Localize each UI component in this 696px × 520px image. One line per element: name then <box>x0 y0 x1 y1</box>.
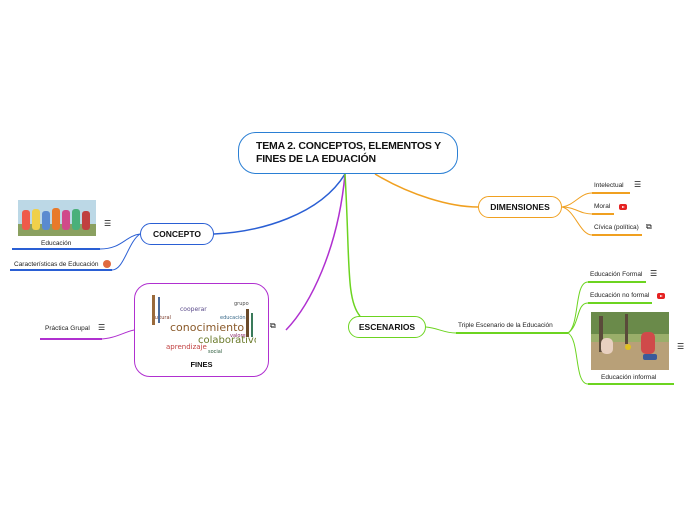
root-title-line2: FINES DE LA EDUACIÓN <box>256 153 376 165</box>
word-cloud-image: conocimiento colaborativo aprendizaje co… <box>148 293 256 355</box>
notes-icon[interactable]: ☰ <box>104 219 112 228</box>
concepto-child-caracteristicas[interactable]: Características de Educación <box>14 261 99 268</box>
underline <box>592 213 614 215</box>
external-link-icon[interactable]: ⧉ <box>646 222 652 231</box>
youtube-icon[interactable] <box>657 293 665 299</box>
educacion-photo <box>18 200 96 236</box>
notes-icon[interactable]: ☰ <box>677 342 685 351</box>
underline <box>588 302 652 304</box>
topic-dimensiones-label: DIMENSIONES <box>490 202 550 212</box>
word-cloud-word: colaborativo <box>198 335 256 346</box>
escenarios-child-informal[interactable]: Educación informal <box>601 374 657 381</box>
underline <box>40 338 102 340</box>
word-cloud-word: cooperar <box>180 306 207 313</box>
dimensiones-child-intelectual[interactable]: Intelectual <box>594 182 624 189</box>
word-cloud-word: educación <box>220 314 246 321</box>
root-topic[interactable]: TEMA 2. CONCEPTOS, ELEMENTOS Y FINES DE … <box>238 132 458 174</box>
escenarios-child-formal[interactable]: Educación Formal <box>590 271 643 278</box>
word-cloud-word: valores <box>230 333 248 339</box>
underline <box>12 248 100 250</box>
topic-fines-label: FINES <box>190 360 213 369</box>
underline <box>592 192 630 194</box>
external-link-icon[interactable]: ⧉ <box>270 321 276 330</box>
topic-concepto-label: CONCEPTO <box>152 229 202 239</box>
dimensiones-child-civica[interactable]: Cívica (política) <box>594 224 639 231</box>
concepto-child-educacion[interactable]: Educación <box>41 240 72 247</box>
escenarios-sub-triple[interactable]: Triple Escenario de la Educación <box>458 322 553 329</box>
dimensiones-child-moral[interactable]: Moral <box>594 203 611 210</box>
topic-concepto[interactable]: CONCEPTO <box>140 223 214 245</box>
educacion-informal-photo <box>591 312 669 370</box>
escenarios-child-no-formal[interactable]: Educación no formal <box>590 292 650 299</box>
word-cloud-word: social <box>208 349 222 355</box>
underline <box>592 234 642 236</box>
topic-escenarios[interactable]: ESCENARIOS <box>348 316 426 338</box>
notes-icon[interactable]: ☰ <box>634 180 642 189</box>
word-cloud-word: grupo <box>234 301 249 307</box>
topic-fines[interactable]: conocimiento colaborativo aprendizaje co… <box>134 283 269 377</box>
underline <box>588 383 674 385</box>
underline <box>456 332 568 334</box>
word-cloud-word: cultural <box>152 315 171 321</box>
underline <box>10 269 112 271</box>
root-title-line1: TEMA 2. CONCEPTOS, ELEMENTOS Y <box>256 140 441 152</box>
attachment-icon[interactable] <box>103 260 111 268</box>
topic-escenarios-label: ESCENARIOS <box>358 322 416 332</box>
notes-icon[interactable]: ☰ <box>98 323 106 332</box>
word-cloud-word: aprendizaje <box>166 343 207 351</box>
youtube-icon[interactable] <box>619 204 627 210</box>
word-cloud-word: conocimiento <box>170 321 244 334</box>
topic-dimensiones[interactable]: DIMENSIONES <box>478 196 562 218</box>
notes-icon[interactable]: ☰ <box>650 269 658 278</box>
underline <box>588 281 646 283</box>
fines-child-practica-grupal[interactable]: Práctica Grupal <box>45 325 90 332</box>
